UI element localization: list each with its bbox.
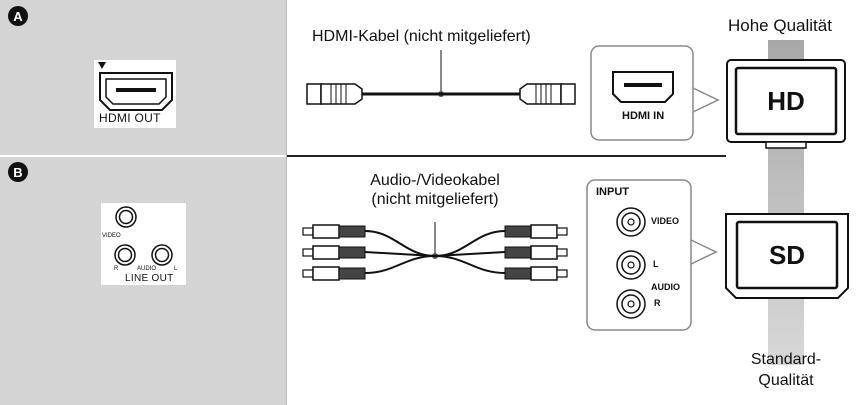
line-out-l-label: L bbox=[174, 266, 178, 272]
av-cable-left-plugs bbox=[302, 224, 366, 281]
tv-input-label: INPUT bbox=[596, 186, 629, 198]
quality-standard-label-line1: Standard- bbox=[750, 351, 822, 368]
hdmi-cable-label: HDMI-Kabel (nicht mitgeliefert) bbox=[312, 28, 531, 45]
hdmi-cable-icon bbox=[306, 50, 576, 105]
tv-hdmi-in-label: HDMI IN bbox=[622, 110, 665, 122]
section-a-badge: A bbox=[8, 6, 28, 26]
line-out-audio-label: AUDIO bbox=[137, 266, 157, 272]
av-cable-icon bbox=[302, 222, 568, 281]
tv-sd-screen-label: SD bbox=[768, 240, 806, 270]
section-divider-left bbox=[0, 155, 286, 157]
line-out-ports-icon bbox=[101, 203, 186, 285]
section-b-badge: B bbox=[8, 162, 28, 182]
quality-high-label: Hohe Qualität bbox=[728, 16, 832, 35]
tv-hd-icon bbox=[726, 59, 846, 149]
panel-separator bbox=[286, 0, 287, 405]
line-out-r-label: R bbox=[114, 266, 119, 272]
section-divider-right bbox=[286, 155, 726, 157]
tv-sd-icon bbox=[725, 213, 849, 299]
line-out-label: LINE OUT bbox=[125, 273, 174, 284]
hdmi-out-label: HDMI OUT bbox=[99, 111, 161, 125]
line-out-video-label: VIDEO bbox=[102, 233, 121, 239]
av-cable-label-line2: (nicht mitgeliefert) bbox=[371, 191, 499, 208]
tv-hd-screen-label: HD bbox=[767, 86, 805, 116]
hdmi-out-port-icon bbox=[94, 60, 176, 128]
tv-video-label: VIDEO bbox=[651, 216, 680, 226]
av-cable-label-line1: Audio-/Videokabel bbox=[370, 172, 500, 189]
tv-hdmi-in-panel-icon bbox=[590, 45, 720, 141]
tv-av-input-panel-icon bbox=[586, 179, 718, 331]
tv-l-label: L bbox=[653, 259, 659, 269]
tv-audio-label: AUDIO bbox=[651, 282, 680, 292]
quality-standard-label-line2: Qualität bbox=[758, 372, 814, 389]
tv-r-label: R bbox=[654, 298, 661, 308]
av-cable-right-plugs bbox=[504, 224, 568, 281]
